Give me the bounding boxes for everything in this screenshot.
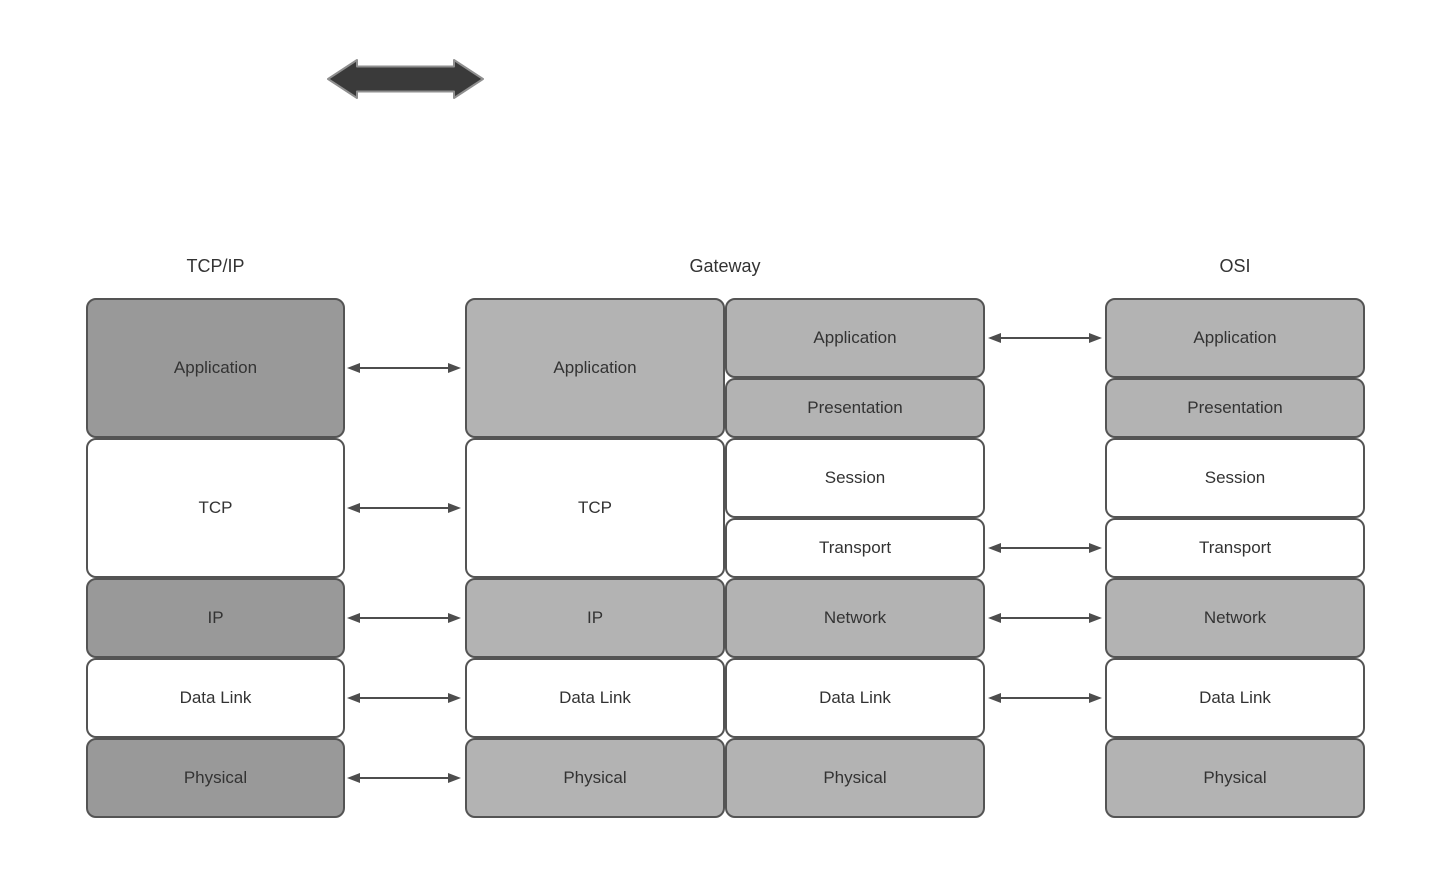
tcpip-layer-data-link: Data Link: [86, 658, 345, 738]
layer-label: Network: [1203, 608, 1267, 627]
layer-label: Application: [1193, 328, 1277, 347]
layer-label: Data Link: [179, 688, 252, 707]
layer-label: Data Link: [559, 688, 631, 707]
arrow-gateway-osi-network: [988, 613, 1102, 623]
layer-label: Application: [553, 358, 637, 377]
arrow-tcpip-gateway-application: [347, 363, 461, 373]
gateway-left-layer-application: Application: [465, 298, 725, 438]
tcpip-layer-ip: IP: [86, 578, 345, 658]
gateway-right-layer-presentation: Presentation: [725, 378, 985, 438]
layer-label: Physical: [823, 768, 887, 787]
gateway-left-layer-tcp: TCP: [465, 438, 725, 578]
gateway-left-layer-data-link: Data Link: [465, 658, 725, 738]
layer-label: Network: [823, 608, 887, 627]
layer-label: Data Link: [819, 688, 891, 707]
arrow-gateway-osi-data-link: [988, 693, 1102, 703]
tcpip-layer-application: Application: [86, 298, 345, 438]
layer-label: IP: [586, 608, 604, 627]
gateway-right-layer-transport: Transport: [725, 518, 985, 578]
tcpip-layer-physical: Physical: [86, 738, 345, 818]
column-header-tcpip: TCP/IP: [186, 256, 245, 276]
layer-label: Data Link: [1199, 688, 1271, 707]
arrow-tcpip-gateway-tcp: [347, 503, 461, 513]
layer-label: Session: [824, 468, 886, 487]
arrow-gateway-osi-application: [988, 333, 1102, 343]
column-header-gateway: Gateway: [689, 256, 761, 276]
layer-label: Presentation: [1187, 398, 1283, 417]
osi-layer-session: Session: [1105, 438, 1365, 518]
osi-layer-application: Application: [1105, 298, 1365, 378]
layer-label: Physical: [563, 768, 627, 787]
osi-layer-network: Network: [1105, 578, 1365, 658]
layer-label: IP: [207, 608, 224, 627]
gateway-right-layer-session: Session: [725, 438, 985, 518]
layer-label: Transport: [818, 538, 892, 557]
layer-label: Application: [173, 358, 258, 377]
gateway-right-layer-application: Application: [725, 298, 985, 378]
horizontal-double-arrow-icon: [327, 59, 484, 99]
layer-label: Physical: [1203, 768, 1267, 787]
osi-layer-presentation: Presentation: [1105, 378, 1365, 438]
layer-label: Session: [1204, 468, 1266, 487]
layer-label: Application: [813, 328, 897, 347]
arrow-tcpip-gateway-physical: [347, 773, 461, 783]
gateway-right-layer-data-link: Data Link: [725, 658, 985, 738]
layer-label: TCP: [198, 498, 233, 517]
osi-layer-data-link: Data Link: [1105, 658, 1365, 738]
arrow-gateway-osi-transport: [988, 543, 1102, 553]
tcpip-layer-tcp: TCP: [86, 438, 345, 578]
layer-label: TCP: [578, 498, 612, 517]
column-header-osi: OSI: [1219, 256, 1251, 276]
arrow-tcpip-gateway-ip: [347, 613, 461, 623]
layer-label: Presentation: [807, 398, 903, 417]
gateway-right-layer-physical: Physical: [725, 738, 985, 818]
gateway-left-layer-ip: IP: [465, 578, 725, 658]
layer-label: Transport: [1198, 538, 1272, 557]
osi-layer-physical: Physical: [1105, 738, 1365, 818]
arrow-tcpip-gateway-data-link: [347, 693, 461, 703]
gateway-left-layer-physical: Physical: [465, 738, 725, 818]
layer-label: Physical: [183, 768, 248, 787]
gateway-right-layer-network: Network: [725, 578, 985, 658]
osi-layer-transport: Transport: [1105, 518, 1365, 578]
